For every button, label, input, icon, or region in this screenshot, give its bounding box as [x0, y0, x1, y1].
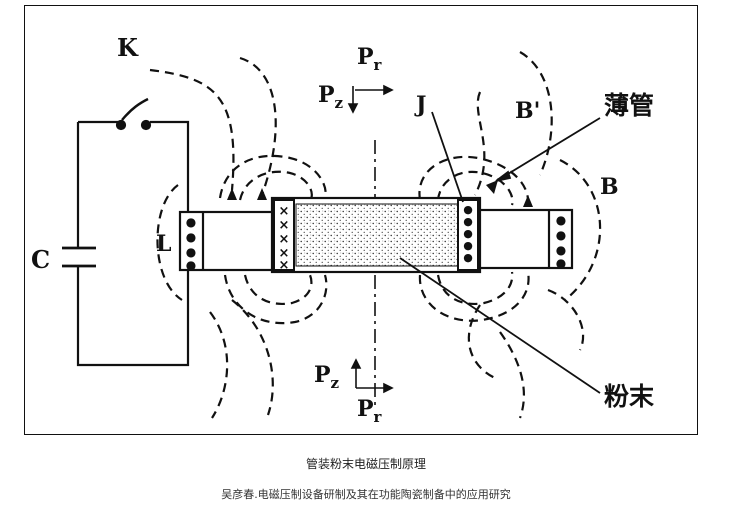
field-line-mid-bottom-left-2	[243, 274, 313, 305]
leader-lines	[399, 111, 601, 394]
field-line-outer-left	[156, 184, 183, 301]
field-line-outer-right	[559, 159, 602, 301]
circuit-wire-top-right	[150, 120, 190, 214]
field-line-mid-bottom-right-2	[436, 271, 514, 305]
coil-left	[178, 210, 274, 272]
coil-right	[478, 208, 574, 270]
field-line-outer-top-left	[149, 68, 235, 191]
winding-dot: ●	[556, 243, 566, 257]
powder-fill	[295, 203, 459, 267]
winding-dot: ●	[186, 258, 196, 272]
field-line-mid-top-left-1	[218, 154, 327, 201]
junction-strip	[457, 199, 479, 271]
pressure-arrows	[347, 84, 394, 394]
winding-cross: ×	[279, 204, 290, 219]
cross-strip	[273, 199, 295, 271]
winding-dot: ●	[186, 230, 196, 244]
winding-dot: ●	[463, 251, 473, 264]
winding-dots-left: ● ● ● ●	[186, 215, 196, 272]
field-line-mid-bottom-left-1	[223, 274, 328, 325]
label-pr-top: Pr	[357, 44, 383, 74]
winding-dot: ●	[556, 228, 566, 242]
label-pr-bottom: Pr	[357, 396, 383, 426]
winding-dot: ●	[556, 213, 566, 227]
field-arrows	[227, 180, 533, 207]
leader-junction	[431, 111, 464, 203]
leader-thin-tube	[497, 117, 601, 181]
field-line-outer-top-right-2	[519, 51, 553, 176]
winding-dot: ●	[463, 227, 473, 240]
winding-cross: ×	[279, 218, 290, 233]
winding-dot: ●	[556, 256, 566, 270]
winding-dot: ●	[186, 245, 196, 259]
label-junction-j: J	[414, 92, 426, 118]
label-thin-tube: 薄管	[604, 91, 654, 120]
field-line-outer-bottom-left-2	[231, 299, 274, 416]
circuit	[62, 97, 190, 367]
winding-cross: ×	[279, 258, 290, 273]
circuit-wire-left-bottom	[76, 266, 190, 367]
winding-dots-junction: ● ● ● ● ●	[463, 203, 473, 264]
label-coil-l: L	[156, 231, 171, 257]
field-line-outer-bottom-left	[209, 311, 229, 419]
field-line-mid-bottom-right-1	[418, 271, 530, 322]
winding-dot: ●	[463, 215, 473, 228]
field-line-outer-top-right	[474, 91, 486, 196]
field-line-mid-top-right-2	[436, 170, 514, 206]
field-line-outer-bottom-right	[467, 304, 496, 379]
field-line-outer-bottom-right-2	[499, 331, 525, 419]
label-switch-k: K	[117, 33, 139, 62]
winding-crosses: × × × × ×	[279, 204, 290, 273]
winding-cross: ×	[279, 246, 290, 261]
leader-powder	[399, 257, 601, 394]
winding-dots-right: ● ● ● ●	[556, 213, 566, 270]
field-line-mid-top-right-1	[418, 155, 530, 206]
capacitor-c	[62, 246, 96, 268]
magnetic-field-lines	[149, 51, 602, 419]
switch-k	[115, 97, 152, 131]
winding-dot: ●	[463, 203, 473, 216]
label-pz-top: Pz	[318, 82, 344, 112]
electromagnetic-compaction-diagram: ● ● ● ● ● ● ● ● ● ● ● ● ● × × × × × K C …	[31, 33, 654, 426]
label-pz-bottom: Pz	[314, 362, 340, 392]
label-powder: 粉末	[604, 382, 654, 411]
figure-source-citation: 吴彦春.电磁压制设备研制及其在功能陶瓷制备中的应用研究	[221, 488, 511, 501]
label-field-b-prime: B'	[515, 98, 540, 124]
field-line-right-lower	[547, 288, 585, 351]
winding-dot: ●	[463, 239, 473, 252]
field-line-outer-top-left-2	[239, 56, 277, 196]
label-field-b: B	[600, 174, 619, 200]
winding-dot: ●	[186, 215, 196, 229]
field-line-mid-top-left-2	[238, 170, 313, 201]
label-capacitor-c: C	[31, 245, 50, 274]
figure-caption: 管装粉末电磁压制原理	[305, 457, 426, 471]
winding-cross: ×	[279, 232, 290, 247]
